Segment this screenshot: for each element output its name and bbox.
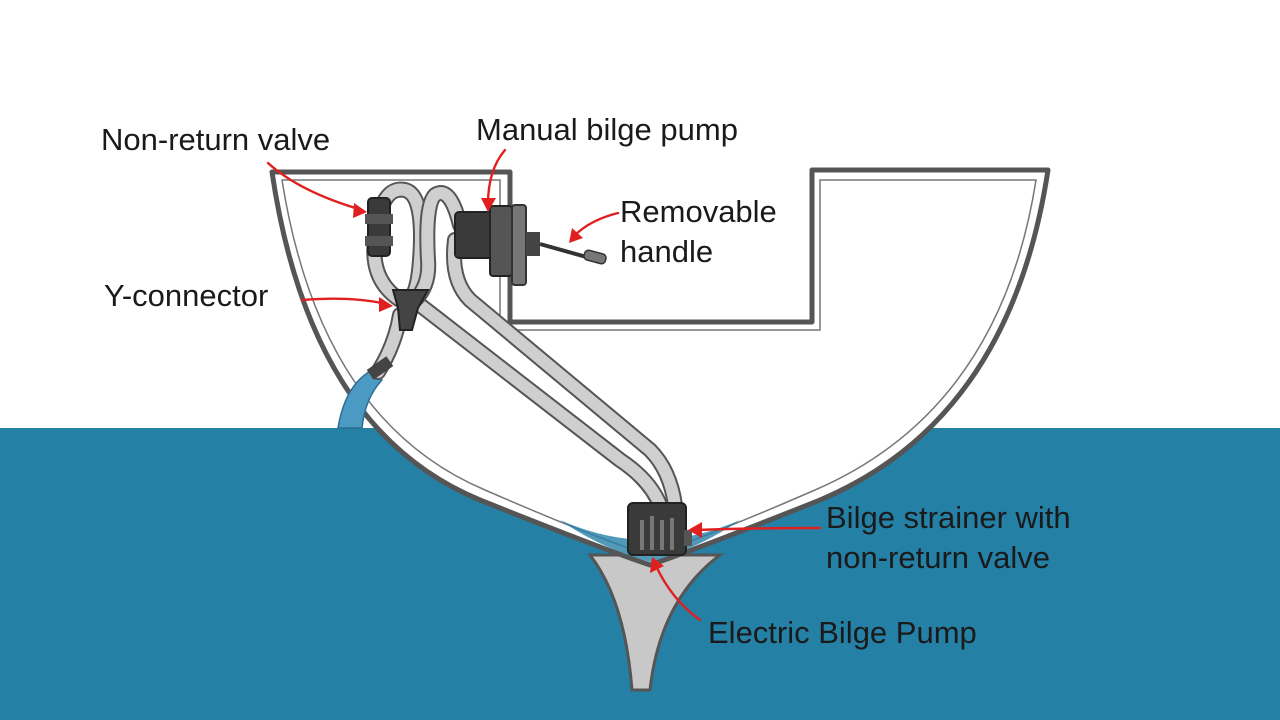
thru-hull-fitting xyxy=(366,356,394,380)
outflow-water xyxy=(337,369,384,429)
label-removable-handle-line2: handle xyxy=(620,234,714,269)
label-removable-handle-line1: Removable xyxy=(620,194,777,229)
arrow-non-return-valve xyxy=(266,161,364,212)
hull xyxy=(269,167,1051,568)
annotation-arrows xyxy=(266,148,822,622)
label-bilge-strainer-line1: Bilge strainer with xyxy=(826,500,1071,535)
label-bilge-strainer-line2: non-return valve xyxy=(826,540,1051,575)
removable-handle xyxy=(539,242,607,265)
electric-bilge-pump xyxy=(627,502,692,556)
label-non-return-valve: Non-return valve xyxy=(101,122,331,157)
keel xyxy=(586,553,725,692)
label-y-connector: Y-connector xyxy=(104,278,269,313)
manual-bilge-pump xyxy=(454,204,540,286)
label-electric-bilge-pump: Electric Bilge Pump xyxy=(708,615,977,650)
arrow-removable-handle xyxy=(572,211,620,238)
y-connector xyxy=(391,289,430,331)
arrow-electric-bilge-pump xyxy=(654,564,702,622)
label-manual-bilge-pump: Manual bilge pump xyxy=(476,112,738,147)
arrow-bilge-strainer xyxy=(694,526,822,532)
non-return-valve xyxy=(365,197,393,257)
